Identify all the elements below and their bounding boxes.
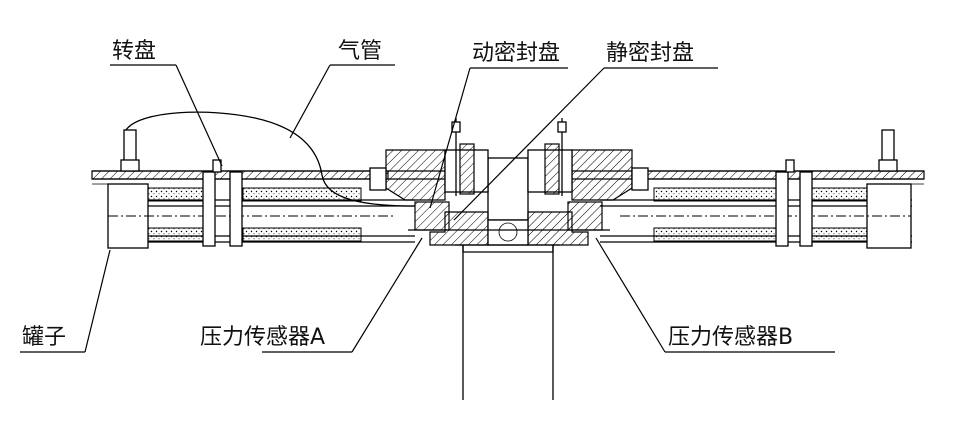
label-air-pipe: 气管 <box>338 39 382 64</box>
label-static-seal-disc: 静密封盘 <box>606 41 694 66</box>
label-pressure-sensor-b: 压力传感器B <box>668 325 793 350</box>
leader-lines <box>20 64 835 353</box>
label-tank: 罐子 <box>22 325 66 350</box>
clamp-posts <box>202 159 813 247</box>
label-dynamic-seal-disc: 动密封盘 <box>472 41 560 66</box>
air-pipe-curve <box>125 111 416 207</box>
tank-left <box>107 183 395 249</box>
label-turntable: 转盘 <box>112 39 156 64</box>
central-hub <box>369 118 649 221</box>
tank-right <box>620 183 912 249</box>
seal-disc-assembly <box>408 201 610 253</box>
end-pins <box>120 129 898 172</box>
main-shaft <box>462 245 554 400</box>
label-pressure-sensor-a: 压力传感器A <box>200 325 325 350</box>
